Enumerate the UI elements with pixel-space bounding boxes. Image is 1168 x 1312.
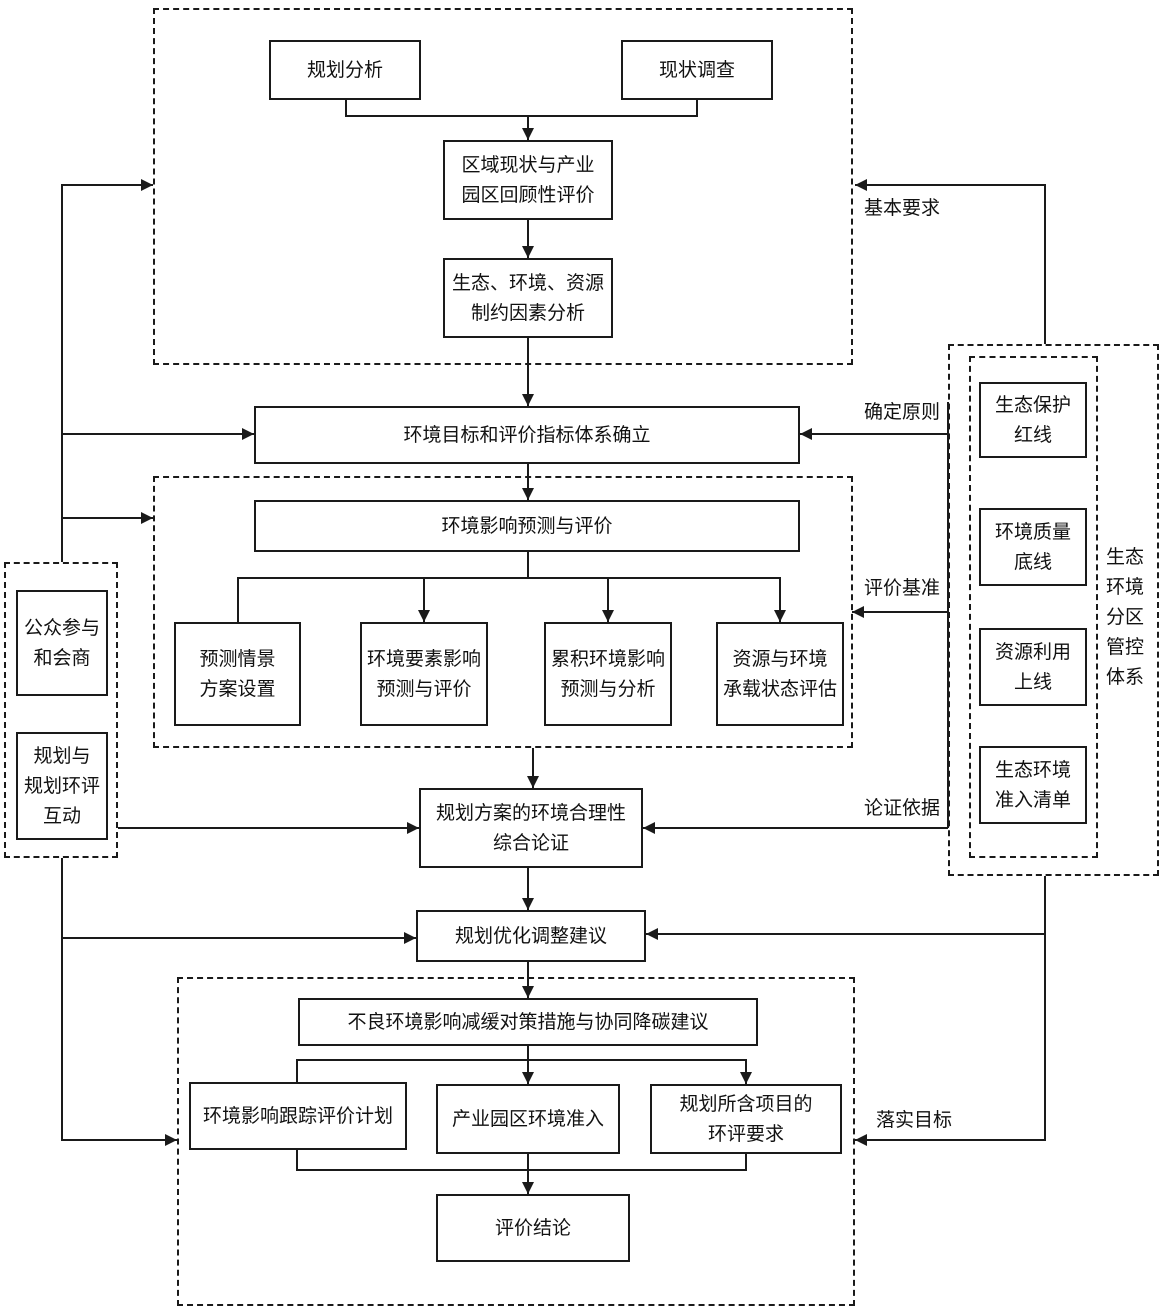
mitigation-box: 不良环境影响减缓对策措施与协同降碳建议 — [298, 998, 758, 1046]
zoning-control-outer-group — [948, 344, 1159, 876]
merge-line-top — [345, 100, 698, 117]
impact-prediction-box: 环境影响预测与评价 — [254, 500, 800, 552]
rationality-box: 规划方案的环境合理性 综合论证 — [419, 788, 643, 868]
regional-review-box: 区域现状与产业 园区回顾性评价 — [443, 140, 613, 220]
conclusion-box: 评价结论 — [436, 1194, 630, 1262]
arrow-to-project-req — [528, 1059, 752, 1084]
left-bottom-trunk-line — [61, 858, 177, 1146]
quality-bottom-box: 环境质量 底线 — [979, 508, 1087, 586]
planning-analysis-box: 规划分析 — [269, 40, 421, 100]
park-access-text: 产业园区环境准入 — [451, 1108, 604, 1130]
rationality-text: 规划方案的环境合理性 综合论证 — [435, 802, 626, 854]
project-requirements-box: 规划所含项目的 环评要求 — [650, 1084, 842, 1154]
optimization-box: 规划优化调整建议 — [416, 910, 646, 962]
interaction-box: 规划与 规划环评 互动 — [16, 732, 108, 840]
right-bottom-trunk-line — [855, 876, 1046, 1146]
public-participation-box: 公众参与 和会商 — [16, 590, 108, 696]
participation-group — [4, 562, 118, 858]
scenario-setting-text: 预测情景 方案设置 — [199, 648, 276, 700]
analysis-group — [153, 8, 853, 365]
merge-line-bottom — [296, 1150, 747, 1171]
park-access-box: 产业园区环境准入 — [436, 1084, 620, 1154]
constraint-analysis-box: 生态、环境、资源 制约因素分析 — [443, 258, 613, 338]
cumulative-impact-box: 累积环境影响 预测与分析 — [544, 622, 672, 726]
branch-line-prediction — [237, 552, 529, 622]
zoning-control-inner-group — [969, 356, 1098, 858]
resource-upper-box: 资源利用 上线 — [979, 628, 1087, 706]
prediction-group — [153, 476, 853, 748]
factor-impact-text: 环境要素影响 预测与评价 — [366, 648, 481, 700]
optimization-text: 规划优化调整建议 — [454, 925, 607, 947]
target-index-box: 环境目标和评价指标体系确立 — [254, 406, 800, 464]
constraint-analysis-text: 生态、环境、资源 制约因素分析 — [451, 272, 604, 324]
left-trunk-line — [61, 179, 153, 562]
conclusion-text: 评价结论 — [494, 1217, 571, 1239]
demonstration-basis-label: 论证依据 — [864, 797, 941, 819]
resource-upper-text: 资源利用 上线 — [994, 641, 1071, 693]
regional-review-text: 区域现状与产业 园区回顾性评价 — [461, 154, 595, 206]
evaluation-benchmark-label: 评价基准 — [864, 577, 941, 599]
impact-prediction-text: 环境影响预测与评价 — [441, 515, 613, 537]
branch-line-mitigation — [296, 1046, 529, 1082]
cumulative-impact-text: 累积环境影响 预测与分析 — [550, 648, 665, 700]
target-index-text: 环境目标和评价指标体系确立 — [403, 424, 651, 446]
basic-requirements-label: 基本要求 — [864, 197, 941, 219]
status-survey-box: 现状调查 — [621, 40, 773, 100]
factor-impact-box: 环境要素影响 预测与评价 — [360, 622, 488, 726]
access-list-text: 生态环境 准入清单 — [994, 759, 1071, 811]
access-list-box: 生态环境 准入清单 — [979, 746, 1087, 824]
carrying-capacity-box: 资源与环境 承载状态评估 — [716, 622, 844, 726]
project-requirements-text: 规划所含项目的 环评要求 — [679, 1093, 813, 1145]
implement-targets-label: 落实目标 — [876, 1109, 953, 1131]
mitigation-text: 不良环境影响减缓对策措施与协同降碳建议 — [347, 1011, 709, 1033]
arrow-to-carrying — [528, 577, 786, 622]
carrying-capacity-text: 资源与环境 承载状态评估 — [722, 648, 837, 700]
status-survey-text: 现状调查 — [658, 59, 735, 81]
arrow-basic-requirements — [855, 179, 1046, 344]
quality-bottom-text: 环境质量 底线 — [994, 521, 1071, 573]
zoning-system-label: 生态 环境 分区 管控 体系 — [1105, 546, 1144, 688]
public-participation-text: 公众参与 和会商 — [23, 617, 100, 669]
tracking-plan-box: 环境影响跟踪评价计划 — [189, 1082, 407, 1150]
red-line-text: 生态保护 红线 — [994, 394, 1071, 446]
determine-principles-label: 确定原则 — [864, 401, 941, 423]
scenario-setting-box: 预测情景 方案设置 — [174, 622, 301, 726]
red-line-box: 生态保护 红线 — [979, 382, 1087, 458]
interaction-text: 规划与 规划环评 互动 — [23, 745, 100, 827]
planning-analysis-text: 规划分析 — [306, 59, 383, 81]
countermeasure-group — [177, 977, 855, 1306]
tracking-plan-text: 环境影响跟踪评价计划 — [202, 1105, 393, 1127]
